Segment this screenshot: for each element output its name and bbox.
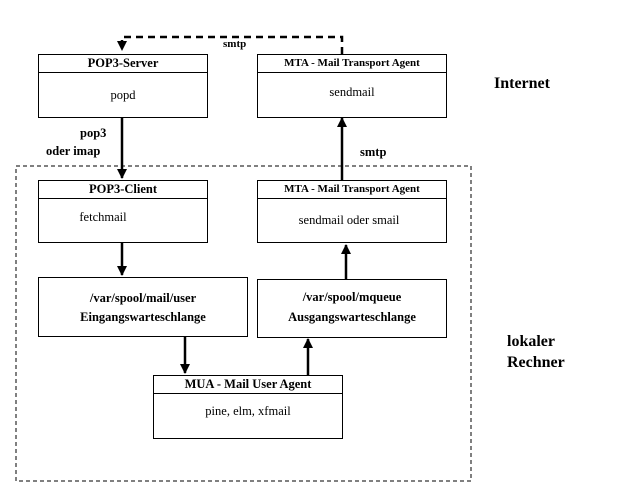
mta-internet-title: MTA - Mail Transport Agent	[258, 55, 446, 73]
outgoing-queue-path: /var/spool/mqueue	[302, 290, 402, 304]
mta-internet-box: MTA - Mail Transport Agent sendmail	[257, 54, 447, 118]
pop3-label: pop3	[80, 126, 107, 140]
internet-region-label: Internet	[494, 75, 550, 92]
pop3-client-box: POP3-Client fetchmail	[38, 180, 208, 243]
incoming-queue-label: Eingangswarteschlange	[80, 310, 206, 324]
smtp-dashed-connector	[117, 35, 344, 54]
outgoing-queue-box: /var/spool/mqueue Ausgangswarteschlange	[257, 279, 447, 338]
incoming-queue-path: /var/spool/mail/user	[89, 291, 197, 305]
pop3-client-title: POP3-Client	[39, 181, 207, 199]
mta-internet-body: sendmail	[329, 85, 375, 99]
mua-title: MUA - Mail User Agent	[154, 376, 342, 394]
pop3-client-body: fetchmail	[79, 210, 127, 224]
mta-local-box: MTA - Mail Transport Agent sendmail oder…	[257, 180, 447, 243]
smtp-top-label: smtp	[223, 38, 247, 50]
local-computer-boundary	[15, 165, 472, 482]
outgoing-queue-label: Ausgangswarteschlange	[288, 310, 416, 324]
pop3-server-body: popd	[110, 88, 136, 102]
mta-local-body: sendmail oder smail	[298, 213, 400, 227]
mua-body: pine, elm, xfmail	[205, 404, 291, 418]
local-region-label-line1: lokaler	[507, 333, 555, 350]
mua-box: MUA - Mail User Agent pine, elm, xfmail	[153, 375, 343, 439]
mta-local-title: MTA - Mail Transport Agent	[258, 181, 446, 199]
incoming-queue-box: /var/spool/mail/user Eingangswarteschlan…	[38, 277, 248, 337]
pop3-server-title: POP3-Server	[39, 55, 207, 73]
smtp-mid-label: smtp	[360, 145, 387, 159]
oder-imap-label: oder imap	[46, 144, 101, 158]
pop3-server-box: POP3-Server popd	[38, 54, 208, 118]
local-region-label-line2: Rechner	[507, 354, 565, 371]
